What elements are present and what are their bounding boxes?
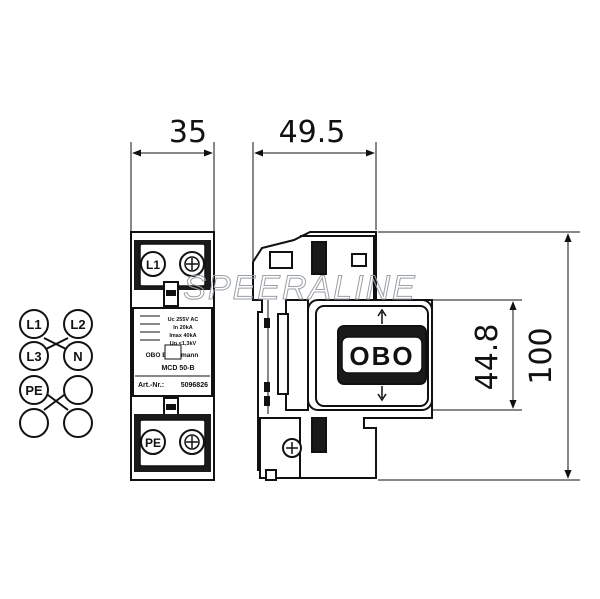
arrow-down-icon (377, 386, 387, 402)
terminal-circle-l1 (19, 309, 49, 339)
wiring-symbol-labels: L1 L2 L3 N PE (25, 317, 85, 398)
label-art-prefix: Art.-Nr.: (138, 382, 164, 389)
side-view: OBO (252, 231, 433, 481)
dimension-width-label: 35 (169, 115, 207, 150)
wiring-label-pe: PE (25, 383, 43, 398)
label-line-2: In 20kA (173, 325, 193, 331)
screw-icon (179, 429, 205, 455)
terminal-bottom-label: PE (145, 436, 161, 450)
dimension-height-total: 100 (378, 231, 580, 481)
label-art-number: 5096826 (181, 382, 208, 389)
wiring-label-l2: L2 (70, 317, 85, 332)
terminal-circle-blank-1 (63, 375, 93, 405)
wiring-label-l1: L1 (26, 317, 41, 332)
watermark-text: SPEERALINE (183, 269, 417, 307)
terminal-circle-blank-3 (63, 408, 93, 438)
dimension-depth-label: 49.5 (279, 115, 346, 150)
terminal-circle-pe (19, 375, 49, 405)
dimension-width-front: 35 (130, 115, 215, 232)
label-line-3: Imax 40kA (169, 333, 196, 339)
screw-icon (179, 251, 205, 277)
terminal-top-label: L1 (146, 258, 160, 272)
terminal-circle-l2 (63, 309, 93, 339)
obo-logo-text: OBO (349, 341, 414, 371)
arrow-up-icon (377, 308, 387, 324)
wiring-cross-lines (43, 337, 69, 411)
terminal-circle-n (63, 341, 93, 371)
dimension-height-inner-label: 44.8 (470, 324, 505, 391)
front-view: L1 Uc 255V AC In 20kA Imax 40kA Up <1,3k… (130, 231, 215, 481)
terminal-circle-blank-2 (19, 408, 49, 438)
wiring-label-n: N (73, 349, 82, 364)
wiring-label-l3: L3 (26, 349, 41, 364)
terminal-badge-l1 (140, 251, 166, 277)
label-model: MCD 50-B (161, 365, 194, 372)
label-plate-text: Uc 255V AC In 20kA Imax 40kA Up <1,3kV O… (135, 315, 210, 389)
label-line-1: Uc 255V AC (168, 317, 199, 323)
terminal-circle-l3 (19, 341, 49, 371)
terminal-badge-pe (140, 429, 166, 455)
dimension-height-total-label: 100 (524, 327, 559, 384)
wiring-symbol (19, 309, 93, 438)
dimension-depth-side: 49.5 (252, 115, 377, 262)
label-line-4: Up <1,3kV (170, 341, 197, 347)
dimension-height-inner: 44.8 (432, 299, 522, 411)
